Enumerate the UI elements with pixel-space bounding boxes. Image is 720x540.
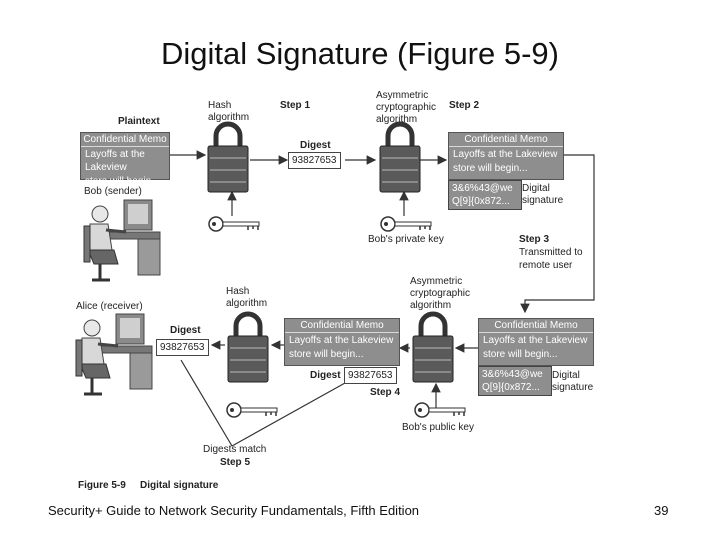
person-at-computer-icon: [82, 198, 162, 282]
asym-label-3: algorithm: [410, 300, 452, 311]
signature-line-2: Q[9]{0x872...: [452, 196, 510, 207]
signature-label: signature: [552, 382, 594, 393]
plaintext-memo: Confidential Memo Layoffs at the Lakevie…: [80, 132, 170, 187]
key-icon: [414, 402, 466, 418]
hash-label-1: Hash: [208, 100, 232, 111]
hash-label-2: algorithm: [208, 112, 250, 123]
slide-footer: Security+ Guide to Network Security Fund…: [48, 503, 420, 518]
padlock-icon: [380, 124, 420, 192]
key-icon: [226, 402, 278, 418]
memo-line-1: Layoffs at the Lakeview: [453, 149, 558, 160]
memo-line-2: store will begin...: [85, 176, 160, 187]
received-signed-memo: Confidential Memo Layoffs at the Lakevie…: [478, 318, 594, 366]
asym-label-2: cryptographic: [376, 102, 437, 113]
memo-line-1: Layoffs at the Lakeview: [483, 335, 588, 346]
memo-title: Confidential Memo: [449, 133, 563, 147]
digest-label: Digest: [170, 325, 201, 336]
memo-title: Confidential Memo: [285, 319, 399, 333]
digest-value: 93827653: [344, 367, 397, 384]
private-key-label: Bob's private key: [368, 234, 444, 245]
memo-line-2: store will begin...: [453, 163, 528, 174]
bob-label: Bob (sender): [84, 186, 142, 197]
hash-label-2: algorithm: [226, 298, 268, 309]
padlock-icon: [413, 314, 453, 382]
step1-label: Step 1: [280, 100, 311, 111]
asym-label-3: algorithm: [376, 114, 418, 125]
flow-lines: [168, 150, 595, 447]
memo-line-2: store will begin...: [289, 349, 364, 360]
public-key-label: Bob's public key: [402, 422, 474, 433]
person-at-computer-icon: [74, 312, 154, 396]
memo-line-1: Layoffs at the Lakeview: [85, 149, 145, 173]
slide-title: Digital Signature (Figure 5-9): [160, 36, 559, 71]
asym-label-1: Asymmetric: [410, 276, 463, 287]
step5-label: Step 5: [220, 457, 251, 468]
memo-title: Confidential Memo: [479, 319, 593, 333]
hash-label-1: Hash: [226, 286, 250, 297]
asym-label-2: cryptographic: [410, 288, 471, 299]
step3-label: Step 3: [519, 234, 550, 245]
received-memo-decrypted: Confidential Memo Layoffs at the Lakevie…: [284, 318, 400, 366]
signature-line-1: 3&6%43@we: [452, 183, 513, 194]
alice-label: Alice (receiver): [76, 301, 143, 312]
padlock-icon: [228, 314, 268, 382]
signature-line-2: Q[9]{0x872...: [482, 382, 540, 393]
step4-label: Step 4: [370, 387, 401, 398]
digital-label: Digital: [522, 183, 550, 194]
figure-caption-text: Digital signature: [140, 480, 219, 491]
digests-match-label: Digests match: [203, 444, 267, 455]
digest-value: 93827653: [156, 339, 209, 356]
signature-value: 3&6%43@we Q[9]{0x872...: [478, 366, 552, 396]
padlock-icon: [208, 124, 248, 192]
asym-label-1: Asymmetric: [376, 90, 429, 101]
digital-label: Digital: [552, 370, 580, 381]
signature-label: signature: [522, 195, 564, 206]
signed-memo: Confidential Memo Layoffs at the Lakevie…: [448, 132, 564, 180]
memo-line-1: Layoffs at the Lakeview: [289, 335, 394, 346]
step2-label: Step 2: [449, 100, 480, 111]
step3-line-2: remote user: [519, 260, 573, 271]
page-number: 39: [654, 503, 669, 518]
memo-title: Confidential Memo: [81, 133, 169, 147]
digest-label: Digest: [300, 140, 331, 151]
digest-value: 93827653: [288, 152, 341, 169]
figure-caption-number: Figure 5-9: [78, 480, 126, 491]
signature-value: 3&6%43@we Q[9]{0x872...: [448, 180, 522, 210]
plaintext-label: Plaintext: [118, 116, 160, 127]
digest-label: Digest: [310, 370, 341, 381]
key-icon: [380, 216, 432, 232]
step3-line-1: Transmitted to: [519, 247, 583, 258]
key-icon: [208, 216, 260, 232]
signature-line-1: 3&6%43@we: [482, 369, 543, 380]
memo-line-2: store will begin...: [483, 349, 558, 360]
